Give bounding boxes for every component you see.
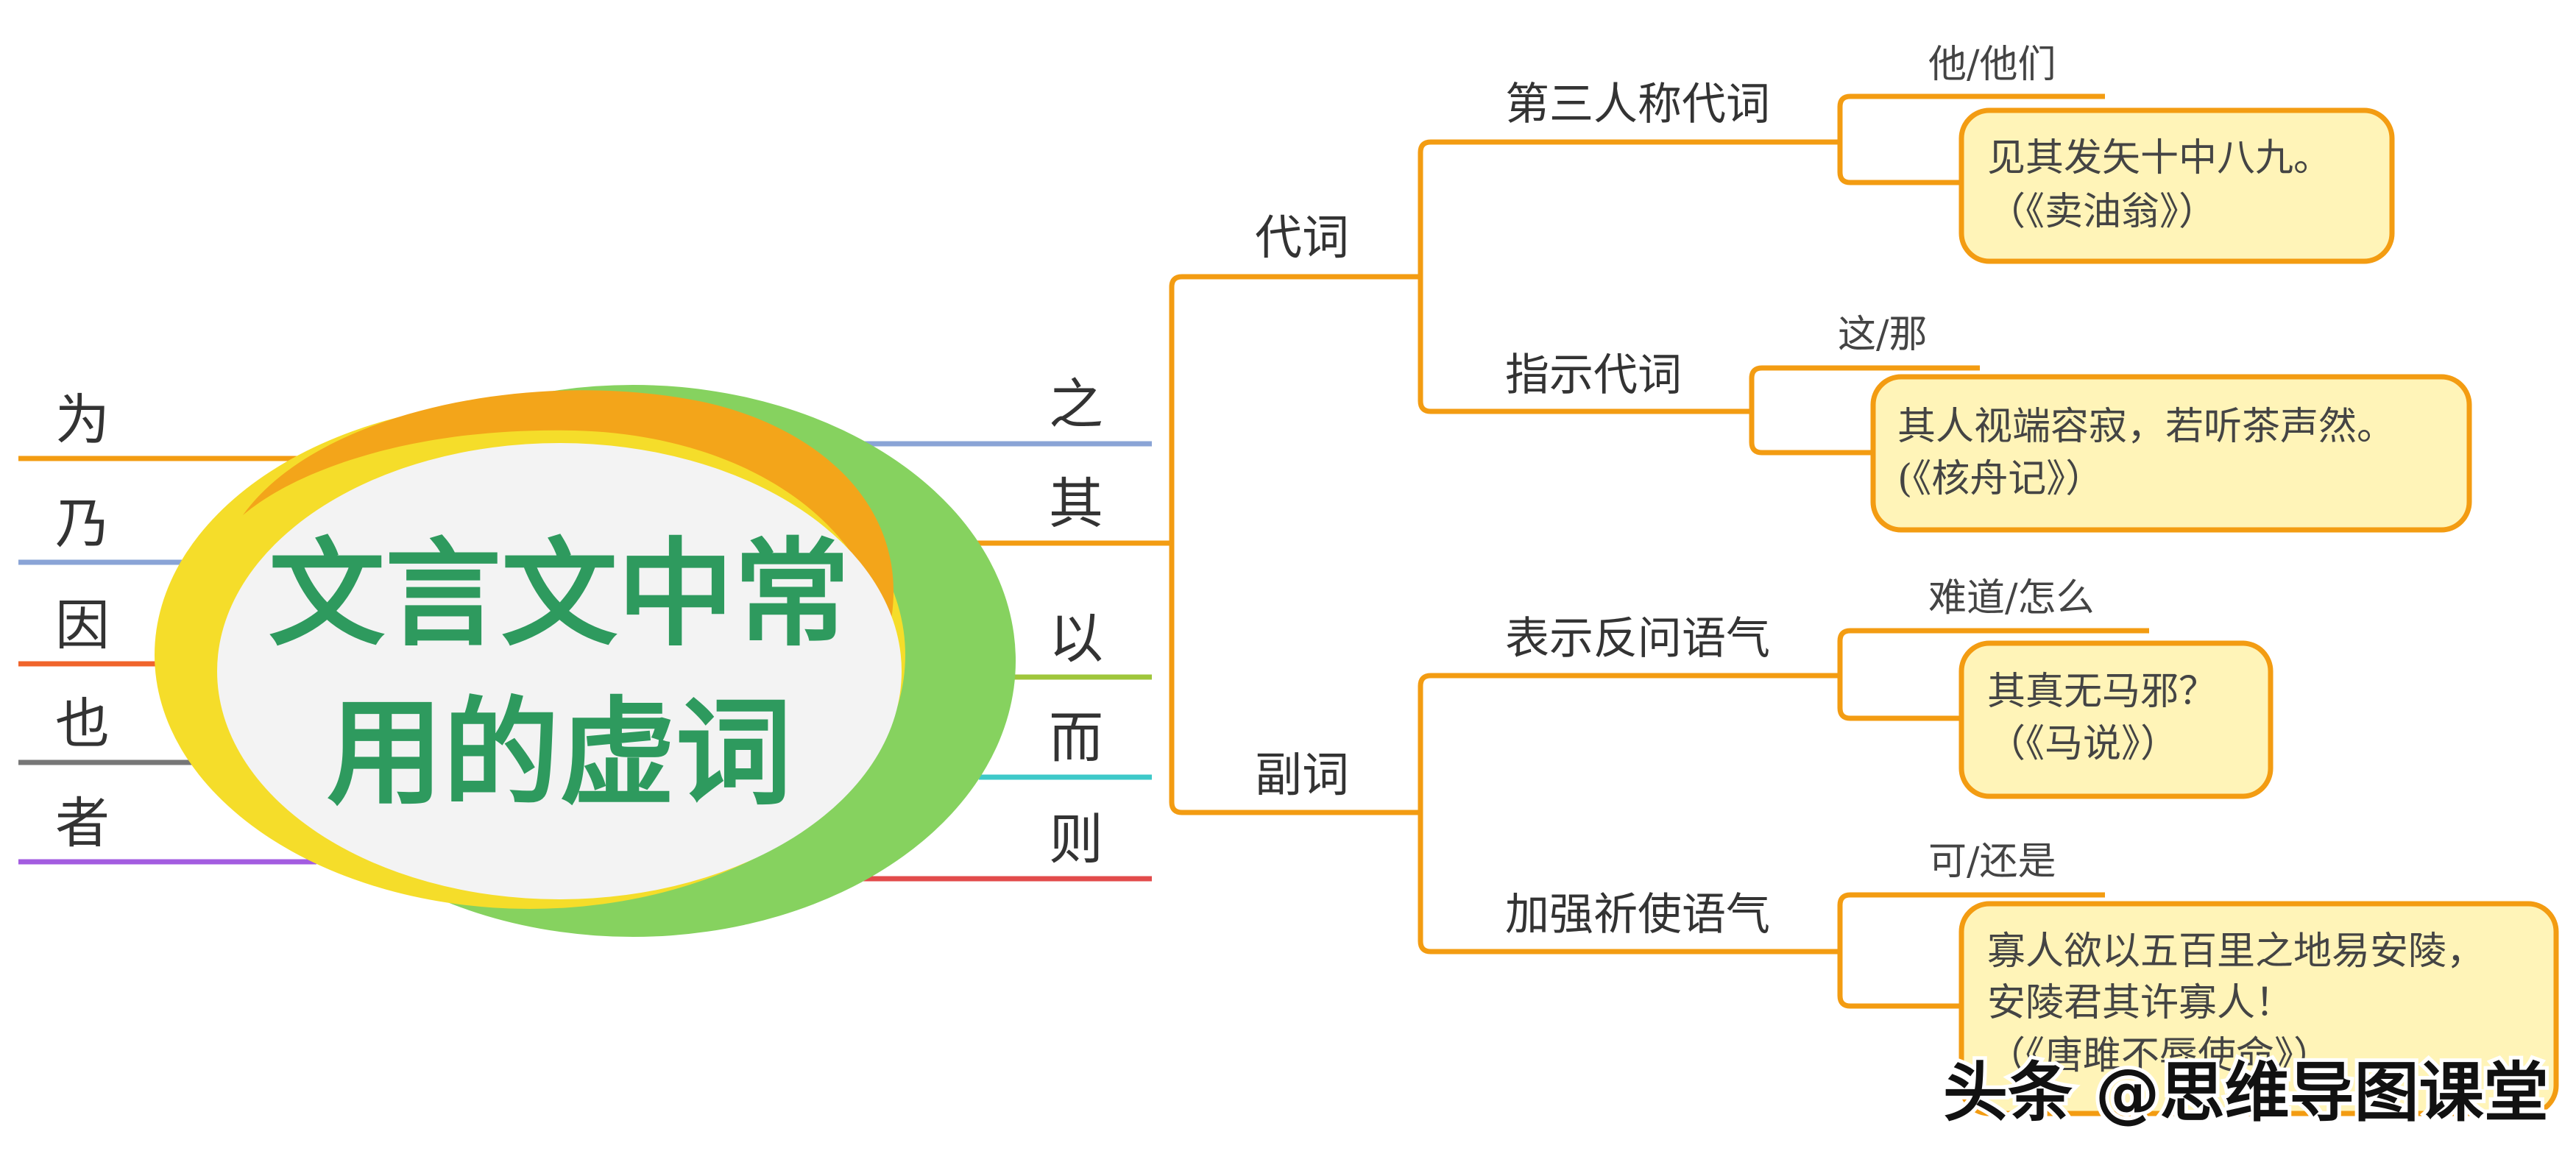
example-box-third-person[interactable] <box>1958 107 2395 264</box>
branch-connectors <box>1169 93 2149 1009</box>
branch-labels: 代词 副词 第三人称代词 指示代词 表示反问语气 加强祈使语气 他/他们 这/那… <box>1255 43 2095 941</box>
meaning-demonstrative: 这/那 <box>1838 313 1928 357</box>
example-imperative-line2: 安陵君其许寡人！ <box>1987 981 2293 1025</box>
example-rhetorical-line1: 其真无马邪？ <box>1987 670 2217 714</box>
example-imperative-line1: 寡人欲以五百里之地易安陵， <box>1987 929 2485 974</box>
example-third-person-line2: （《卖油翁》） <box>1987 190 2217 234</box>
sub-third-person-label[interactable]: 第三人称代词 <box>1505 79 1770 130</box>
example-demonstrative-line1: 其人视端容寂，若听茶声然。 <box>1897 405 2395 449</box>
meaning-imperative: 可/还是 <box>1928 840 2056 884</box>
example-boxes: 见其发矢十中八九。 （《卖油翁》） 其人视端容寂，若听茶声然。 (《核舟记》） … <box>1870 107 2559 1116</box>
central-title-line2: 用的虚词 <box>327 685 792 821</box>
right-word-ze: 则 <box>1049 808 1103 871</box>
left-word-wei: 为 <box>55 389 110 452</box>
branch-adverb-label[interactable]: 副词 <box>1255 748 1349 803</box>
right-word-zhi: 之 <box>1049 373 1103 436</box>
example-rhetorical-line2: （《马说》） <box>1987 722 2179 766</box>
ellipse-inner <box>217 443 902 899</box>
left-word-ye: 也 <box>55 693 110 756</box>
right-word-er: 而 <box>1049 707 1103 770</box>
left-word-zhe: 者 <box>55 792 110 855</box>
example-demonstrative-line2: (《核舟记》） <box>1897 457 2103 501</box>
branch-pronoun-label[interactable]: 代词 <box>1255 211 1349 266</box>
right-word-yi: 以 <box>1049 607 1103 670</box>
right-word-qi: 其 <box>1049 472 1103 536</box>
left-word-yin: 因 <box>55 594 110 657</box>
example-third-person-line1: 见其发矢十中八九。 <box>1987 136 2332 180</box>
right-word-list: 之 其 以 而 则 <box>810 373 1172 882</box>
sub-imperative-label[interactable]: 加强祈使语气 <box>1505 889 1770 941</box>
example-box-imperative[interactable] <box>1958 901 2559 1116</box>
meaning-rhetorical: 难道/怎么 <box>1928 576 2095 620</box>
ellipse-orange-swoosh <box>243 390 894 640</box>
central-title-line1: 文言文中常 <box>269 526 850 662</box>
sub-demonstrative-label[interactable]: 指示代词 <box>1505 350 1682 401</box>
left-word-list: 为 乃 因 也 者 <box>18 389 316 865</box>
left-word-nai: 乃 <box>55 492 110 556</box>
example-box-demonstrative[interactable] <box>1870 374 2472 533</box>
example-box-rhetorical[interactable] <box>1958 640 2274 799</box>
central-topic[interactable]: 文言文中常 用的虚词 <box>155 385 1016 937</box>
watermark: 头条 @思维导图课堂 <box>1943 1055 2549 1130</box>
meaning-third-person: 他/他们 <box>1928 43 2056 87</box>
sub-rhetorical-label[interactable]: 表示反问语气 <box>1505 613 1770 665</box>
example-imperative-line3: （《唐雎不辱使命》） <box>1987 1034 2332 1078</box>
